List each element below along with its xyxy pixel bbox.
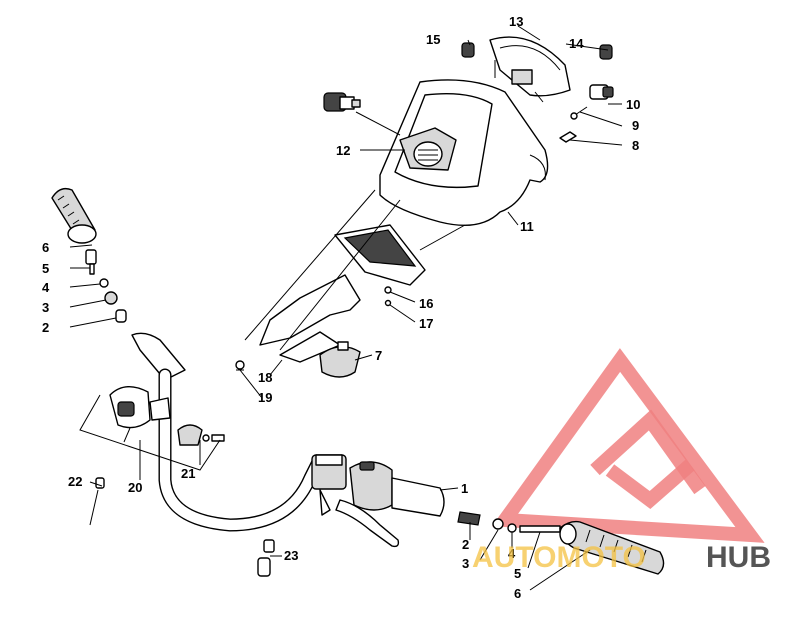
bar-clamp (177, 424, 225, 446)
callout-6-left: 6 (42, 240, 49, 255)
left-end-cap (115, 309, 127, 323)
fastener-19 (235, 360, 245, 371)
right-washer (507, 523, 517, 533)
callout-16: 16 (419, 296, 433, 311)
callout-7: 7 (375, 348, 382, 363)
switch-10 (589, 84, 614, 100)
left-insert (104, 291, 118, 305)
right-grip (559, 520, 665, 575)
left-bolt (85, 249, 97, 275)
ignition-switch (319, 341, 361, 378)
callout-5-right: 5 (514, 566, 521, 581)
cable-end-22 (89, 477, 105, 526)
callout-10: 10 (626, 97, 640, 112)
watermark-text-automoto: AUTOMOTO (472, 541, 646, 574)
callout-3-right: 3 (462, 556, 469, 571)
right-switch-housing (349, 461, 393, 511)
gauge-lens (334, 224, 426, 286)
callout-3-left: 3 (42, 300, 49, 315)
callout-14: 14 (569, 36, 584, 51)
brake-master-cylinder (311, 454, 347, 516)
indicator-light-14 (599, 44, 613, 60)
callout-18: 18 (258, 370, 272, 385)
callout-11: 11 (520, 219, 534, 234)
watermark-text-hub: HUB (706, 541, 771, 574)
brake-lever (335, 499, 400, 548)
fastener-17 (384, 299, 392, 307)
speedometer-gauge (399, 127, 457, 171)
callout-20: 20 (128, 480, 142, 495)
callout-2-right: 2 (462, 537, 469, 552)
indicator-light-15 (461, 42, 475, 58)
callout-13: 13 (509, 14, 523, 29)
callout-8: 8 (632, 138, 639, 153)
callout-5-left: 5 (42, 261, 49, 276)
callout-4-left: 4 (42, 280, 50, 295)
right-insert (492, 518, 504, 530)
handlebar (131, 332, 325, 532)
leader-lines (69, 25, 623, 591)
throttle-switch (109, 386, 171, 443)
key-switch (323, 92, 361, 112)
callout-6-right: 6 (514, 586, 521, 601)
gauge-bezel (489, 36, 571, 103)
fastener-16 (384, 286, 392, 294)
callout-9: 9 (632, 118, 639, 133)
screw-9 (570, 106, 588, 120)
clip-8 (559, 131, 577, 143)
callout-1: 1 (461, 481, 468, 496)
cable-end-23 (257, 539, 275, 577)
left-grip (51, 187, 97, 244)
callout-22: 22 (68, 474, 82, 489)
right-bolt (519, 525, 561, 533)
callout-2-left: 2 (42, 320, 49, 335)
callout-17: 17 (419, 316, 433, 331)
right-bar-end (391, 477, 445, 517)
callout-19: 19 (258, 390, 272, 405)
left-washer (99, 278, 109, 288)
callout-4-right: 4 (508, 546, 516, 561)
callout-12: 12 (336, 143, 350, 158)
callout-23: 23 (284, 548, 298, 563)
watermark-logo (491, 348, 765, 543)
right-end-cap (457, 511, 481, 526)
callout-15: 15 (426, 32, 440, 47)
callout-21: 21 (181, 466, 195, 481)
